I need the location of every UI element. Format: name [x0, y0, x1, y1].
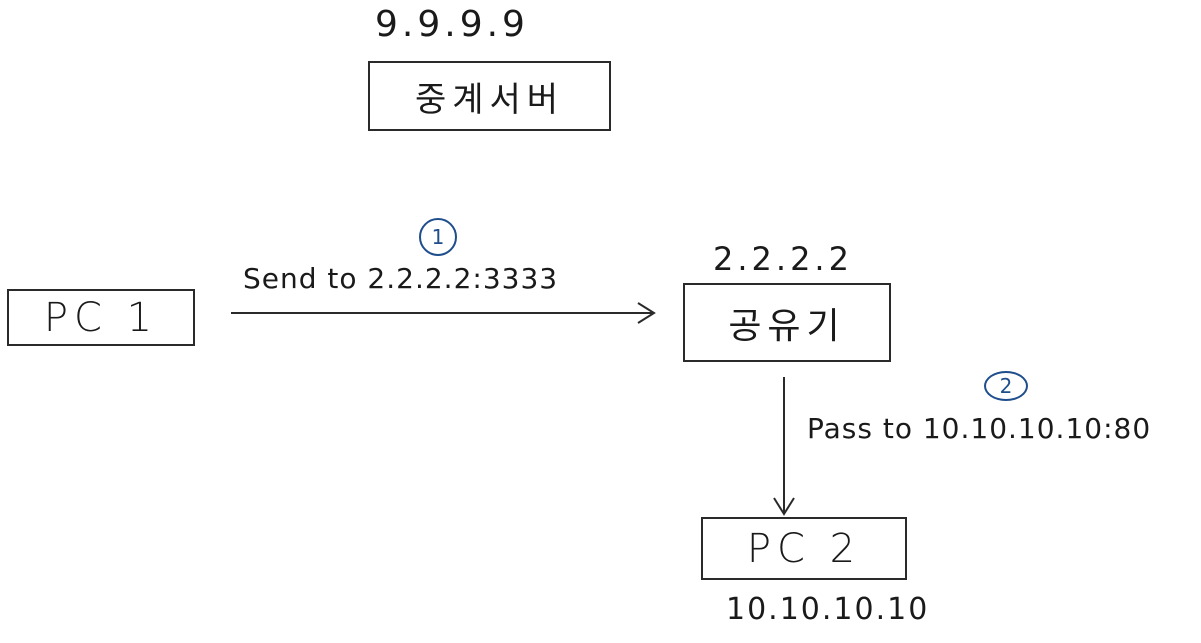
relay-server-ip: 9.9.9.9 [375, 4, 529, 45]
pc2-node[interactable]: PC 2 [701, 517, 907, 580]
router-node[interactable]: 공유기 [683, 283, 891, 362]
step-badge-2: 2 [984, 371, 1028, 401]
edge-label-send: Send to 2.2.2.2:3333 [243, 262, 559, 295]
step-badge-1: 1 [419, 218, 457, 256]
router-ip: 2.2.2.2 [713, 240, 853, 278]
pc2-label: PC 2 [746, 525, 862, 572]
pc2-ip: 10.10.10.10 [726, 592, 930, 627]
edge-router-to-pc2-arrowhead [773, 497, 795, 516]
pc1-label: PC 1 [43, 294, 159, 341]
relay-server-node[interactable]: 중계서버 [368, 61, 611, 131]
edge-label-pass: Pass to 10.10.10.10:80 [807, 412, 1152, 445]
relay-server-label: 중계서버 [414, 79, 565, 120]
edge-pc1-to-router-arrowhead [637, 302, 656, 324]
pc1-node[interactable]: PC 1 [7, 289, 195, 346]
router-label: 공유기 [728, 305, 846, 347]
